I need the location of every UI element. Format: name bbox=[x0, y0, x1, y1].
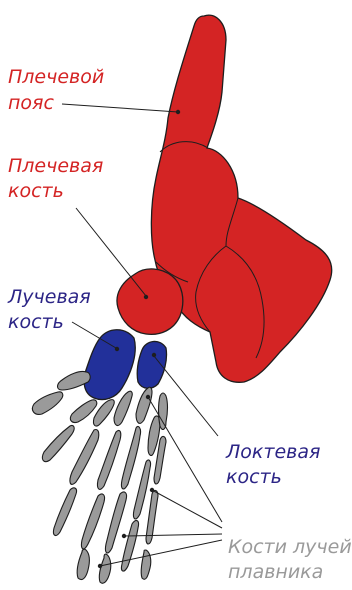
ulna-label-line1: Локтевая bbox=[225, 441, 320, 463]
ulna-label-line2: кость bbox=[226, 466, 282, 488]
fin-ray-bone bbox=[42, 425, 74, 461]
fin-ray-bones bbox=[32, 371, 167, 583]
radius-label-line2: кость bbox=[8, 311, 64, 333]
fin-ray-bone bbox=[121, 426, 140, 489]
fin-ray-leader-line bbox=[100, 540, 222, 566]
fin-ray-bone bbox=[77, 549, 89, 579]
fin-ray-leader-line bbox=[152, 490, 222, 528]
humerus-label-line2: кость bbox=[8, 180, 64, 202]
fin-ray-bone bbox=[141, 550, 151, 579]
fin-ray-leader-line bbox=[124, 534, 222, 536]
shoulder-girdle-pointer-dot bbox=[176, 110, 180, 114]
radius-bone bbox=[84, 330, 135, 400]
humerus-label-line1: Плечевая bbox=[8, 155, 103, 177]
shoulder-girdle-label-line2: пояс bbox=[8, 92, 54, 114]
ulna-bone bbox=[137, 341, 166, 388]
fin-ray-bone bbox=[121, 521, 138, 572]
radius-label-line1: Лучевая bbox=[7, 286, 91, 308]
fin-ray-bone bbox=[159, 393, 168, 429]
fin-ray-bone bbox=[32, 392, 62, 415]
shoulder-girdle-label-line1: Плечевой bbox=[8, 66, 104, 88]
fin-ray-bone bbox=[136, 387, 152, 423]
fin-ray-bone bbox=[70, 429, 99, 484]
fin-ray-bone bbox=[114, 391, 132, 425]
fin-ray-bone bbox=[99, 554, 111, 583]
fin-ray-bone bbox=[70, 400, 96, 423]
fin-ray-bone bbox=[81, 494, 104, 549]
fin-ray-bone bbox=[105, 492, 126, 553]
shoulder-girdle-bone bbox=[151, 15, 331, 382]
fin-rays-label-line2: плавника bbox=[228, 561, 323, 583]
fin-ray-bone bbox=[97, 430, 120, 489]
fin-rays-label-line1: Кости лучей bbox=[228, 536, 352, 558]
shoulder-girdle-leader-line bbox=[62, 104, 178, 112]
fin-ray-bone bbox=[133, 460, 150, 519]
fin-ray-bone bbox=[53, 488, 76, 536]
humerus-leader-line bbox=[76, 208, 146, 296]
humerus-bone bbox=[117, 269, 183, 334]
